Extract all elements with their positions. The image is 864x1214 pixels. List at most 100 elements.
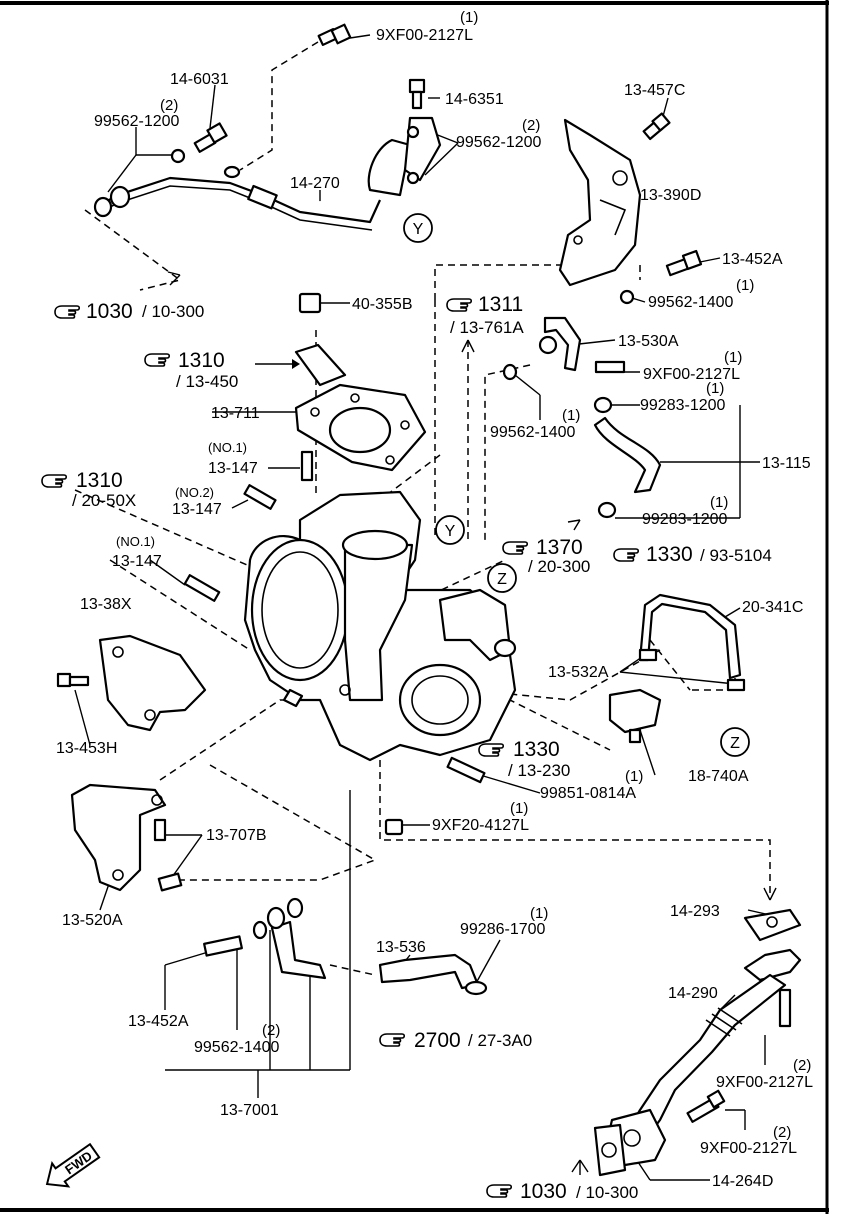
leader-lines <box>74 34 777 1181</box>
marker-z-mid-label: Z <box>497 571 507 588</box>
qty-9XF00-2127L-b2: (2) <box>773 1124 791 1141</box>
bolt-13-453H <box>56 672 90 688</box>
ref-1330-b-sub: / 13-230 <box>508 761 570 780</box>
bolt-9XF00-2127L-b2 <box>686 1089 726 1123</box>
pointing-hand-icon <box>486 1184 513 1198</box>
label-13-452A-bottom: 13-452A <box>128 1013 189 1030</box>
bolt-13-707B-b <box>157 872 183 892</box>
small-plate <box>294 343 347 387</box>
label-99562-1200-right: 99562-1200 <box>456 134 542 151</box>
oil-return-pipe <box>502 316 662 519</box>
washer-99562-1400-top <box>619 289 635 305</box>
label-13-520A: 13-520A <box>62 912 123 929</box>
heat-shield-side <box>98 634 207 732</box>
nut-9XF20-4127L <box>384 818 404 836</box>
qty-9XF00-2127L-mid: (1) <box>724 349 742 366</box>
label-14-290: 14-290 <box>668 985 718 1002</box>
stud-13-147-a <box>300 450 314 482</box>
pointing-hand-icon <box>613 548 640 562</box>
tag-13-147-no2: (NO.2) <box>175 485 214 500</box>
qty-9XF00-2127L-b1: (2) <box>793 1057 811 1074</box>
label-99286-1700: 99286-1700 <box>460 921 546 938</box>
ref-2700-number: 2700 <box>414 1029 461 1052</box>
pointing-hand-icon <box>54 305 81 319</box>
label-99562-1400-bottom: 99562-1400 <box>194 1039 280 1056</box>
label-14-264D: 14-264D <box>712 1173 773 1190</box>
label-9XF00-2127L-mid: 9XF00-2127L <box>643 366 740 383</box>
bolt-13-707B-a <box>153 818 167 842</box>
marker-y-mid: Y <box>435 515 465 545</box>
label-13-532A: 13-532A <box>548 664 609 681</box>
ref-1311-number: 1311 <box>478 293 523 316</box>
ref-1311-sub: / 13-761A <box>450 318 524 337</box>
forward-arrow-icon: FWD <box>45 1142 101 1188</box>
label-13-452A-top: 13-452A <box>722 251 783 268</box>
stud-13-147-c <box>183 574 221 602</box>
ref-1030-bottom-sub: / 10-300 <box>576 1183 638 1202</box>
marker-y-top-label: Y <box>413 221 424 238</box>
egr-pipe <box>603 948 802 1167</box>
qty-99562-1400-bottom: (2) <box>262 1022 280 1039</box>
ref-1330-a-number: 1330 <box>646 543 693 566</box>
ref-1030-bottom[interactable]: 1030 / 10-300 <box>486 1180 638 1203</box>
label-40-355B: 40-355B <box>352 296 413 313</box>
ref-1330-b-number: 1330 <box>513 738 560 761</box>
label-13-38X: 13-38X <box>80 596 132 613</box>
marker-y-mid-label: Y <box>445 523 456 540</box>
qty-99283-1200-a: (1) <box>706 380 724 397</box>
marker-z-right-label: Z <box>730 735 740 752</box>
ref-1310-a-sub: / 13-450 <box>176 372 238 391</box>
label-99562-1200-left: 99562-1200 <box>94 113 180 130</box>
pointing-hand-icon <box>379 1033 406 1047</box>
turbocharger <box>243 490 517 762</box>
ref-2700-sub: / 27-3A0 <box>468 1031 532 1050</box>
label-99851-0814A: 99851-0814A <box>540 785 636 802</box>
ref-1310-b[interactable]: 1310 / 20-50X <box>41 469 136 510</box>
label-13-147-no1-b: 13-147 <box>112 553 162 570</box>
qty-9XF20-4127L: (1) <box>510 800 528 817</box>
label-20-341C: 20-341C <box>742 599 803 616</box>
bolt-9XF00-2127L-b1 <box>778 988 792 1028</box>
label-14-6351: 14-6351 <box>445 91 504 108</box>
qty-99851-0814A: (1) <box>625 768 643 785</box>
qty-99562-1400-top: (1) <box>736 277 754 294</box>
qty-99562-1200-left: (2) <box>160 97 178 114</box>
marker-y-top: Y <box>403 213 433 243</box>
gasket-14-293 <box>743 908 802 942</box>
ref-1310-b-number: 1310 <box>76 469 123 492</box>
tag-13-147-no1-b: (NO.1) <box>116 534 155 549</box>
label-13-147-no2: 13-147 <box>172 501 222 518</box>
marker-z-mid: Z <box>487 563 517 593</box>
qty-99562-1400-mid: (1) <box>562 407 580 424</box>
label-99562-1400-mid: 99562-1400 <box>490 424 576 441</box>
tag-13-147-no1-a: (NO.1) <box>208 440 247 455</box>
ref-1310-a[interactable]: 1310 / 13-450 <box>144 349 238 391</box>
ref-1370[interactable]: 1370 / 20-300 <box>502 536 590 576</box>
label-13-115: 13-115 <box>762 455 811 472</box>
ref-2700[interactable]: 2700 / 27-3A0 <box>379 1029 532 1052</box>
label-13-711: 13-711 <box>211 405 260 422</box>
pointing-hand-icon <box>446 298 473 312</box>
label-13-7001: 13-7001 <box>220 1102 279 1119</box>
ref-1311[interactable]: 1311 / 13-761A <box>446 293 524 337</box>
ref-1370-sub: / 20-300 <box>528 557 590 576</box>
oil-return-lower <box>203 897 488 996</box>
label-99562-1400-top: 99562-1400 <box>648 294 734 311</box>
bolt-13-452A-top <box>665 249 703 277</box>
label-9XF00-2127L-b2: 9XF00-2127L <box>700 1140 797 1157</box>
ref-1330-b[interactable]: 1330 / 13-230 <box>478 738 570 780</box>
pointing-hand-icon <box>41 474 68 488</box>
qty-9XF00-2127L-top: (1) <box>460 9 478 26</box>
stud-13-147-b <box>243 484 277 510</box>
qty-99286-1700: (1) <box>530 905 548 922</box>
ref-1030-top[interactable]: 1030 / 10-300 <box>54 300 204 323</box>
label-13-530A: 13-530A <box>618 333 679 350</box>
ref-1330-a[interactable]: 1330 / 93-5104 <box>613 543 772 566</box>
label-9XF00-2127L-top: 9XF00-2127L <box>376 27 473 44</box>
qty-99562-1200-right: (2) <box>522 117 540 134</box>
nut-40-355B <box>298 292 322 314</box>
label-99283-1200-a: 99283-1200 <box>640 397 726 414</box>
label-18-740A: 18-740A <box>688 768 749 785</box>
bolt-14-6031 <box>193 122 228 153</box>
